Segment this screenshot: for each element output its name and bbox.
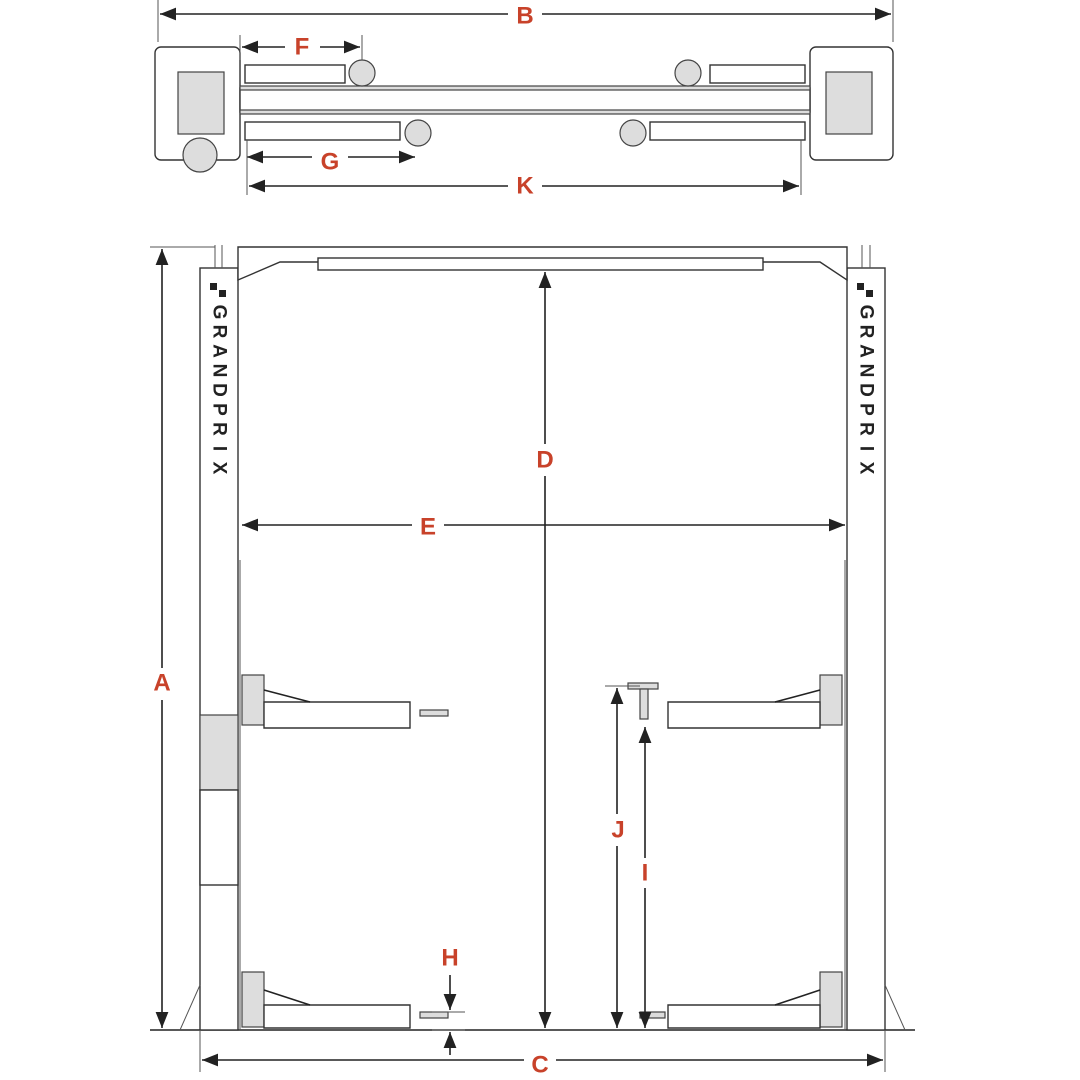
arm-rear-right — [649, 121, 806, 141]
lift-pad — [619, 119, 647, 147]
dimension-label-c: C — [531, 1052, 548, 1079]
dimension-label-d: D — [536, 447, 553, 474]
right-post-top — [825, 71, 873, 135]
arm-front-right — [709, 64, 806, 84]
left-post — [199, 267, 239, 1031]
lift-pad — [404, 119, 432, 147]
lift-pad — [674, 59, 702, 87]
left-post-top — [177, 71, 225, 135]
top-beam — [239, 87, 811, 113]
overhead-shutoff-bar — [317, 257, 764, 271]
dimension-label-e: E — [420, 514, 436, 541]
right-upper-arm — [627, 674, 843, 729]
lift-pad — [348, 59, 376, 87]
dimension-label-b: B — [516, 3, 533, 30]
overhead-beam — [237, 246, 848, 282]
left-upper-arm — [241, 674, 449, 729]
power-unit-motor — [182, 137, 218, 173]
brand-letter: N — [856, 364, 877, 378]
brand-letter: X — [856, 462, 877, 475]
arm-rear-left — [244, 121, 401, 141]
brand-letter: R — [209, 325, 230, 339]
dimension-label-h: H — [441, 945, 458, 972]
brand-letter: G — [209, 305, 230, 320]
brand-letter: P — [856, 403, 877, 416]
brand-letter: I — [209, 446, 230, 451]
brand-letter: D — [209, 383, 230, 397]
brand-letter: R — [856, 422, 877, 436]
dimension-label-a: A — [153, 670, 170, 697]
brand-letter: A — [209, 344, 230, 358]
right-post — [846, 267, 886, 1031]
dimension-label-j: J — [611, 817, 624, 844]
arm-front-left — [244, 64, 346, 84]
dimension-label-i: I — [642, 860, 649, 887]
brand-letter: R — [856, 325, 877, 339]
brand-letter: N — [209, 364, 230, 378]
top-view: F G K B — [154, 0, 894, 200]
brand-letter: G — [856, 305, 877, 320]
brand-letter: P — [209, 403, 230, 416]
brand-letter: A — [856, 344, 877, 358]
power-unit-reservoir — [199, 789, 239, 886]
brand-letter: I — [856, 446, 877, 451]
brand-letter: D — [856, 383, 877, 397]
dimension-label-f: F — [295, 34, 310, 61]
brand-letter: X — [209, 462, 230, 475]
right-lower-arm — [639, 971, 843, 1029]
dimension-label-k: K — [516, 173, 534, 200]
power-unit — [199, 714, 239, 791]
dimension-label-g: G — [321, 149, 340, 176]
left-lower-arm — [241, 971, 449, 1029]
brand-letter: R — [209, 422, 230, 436]
